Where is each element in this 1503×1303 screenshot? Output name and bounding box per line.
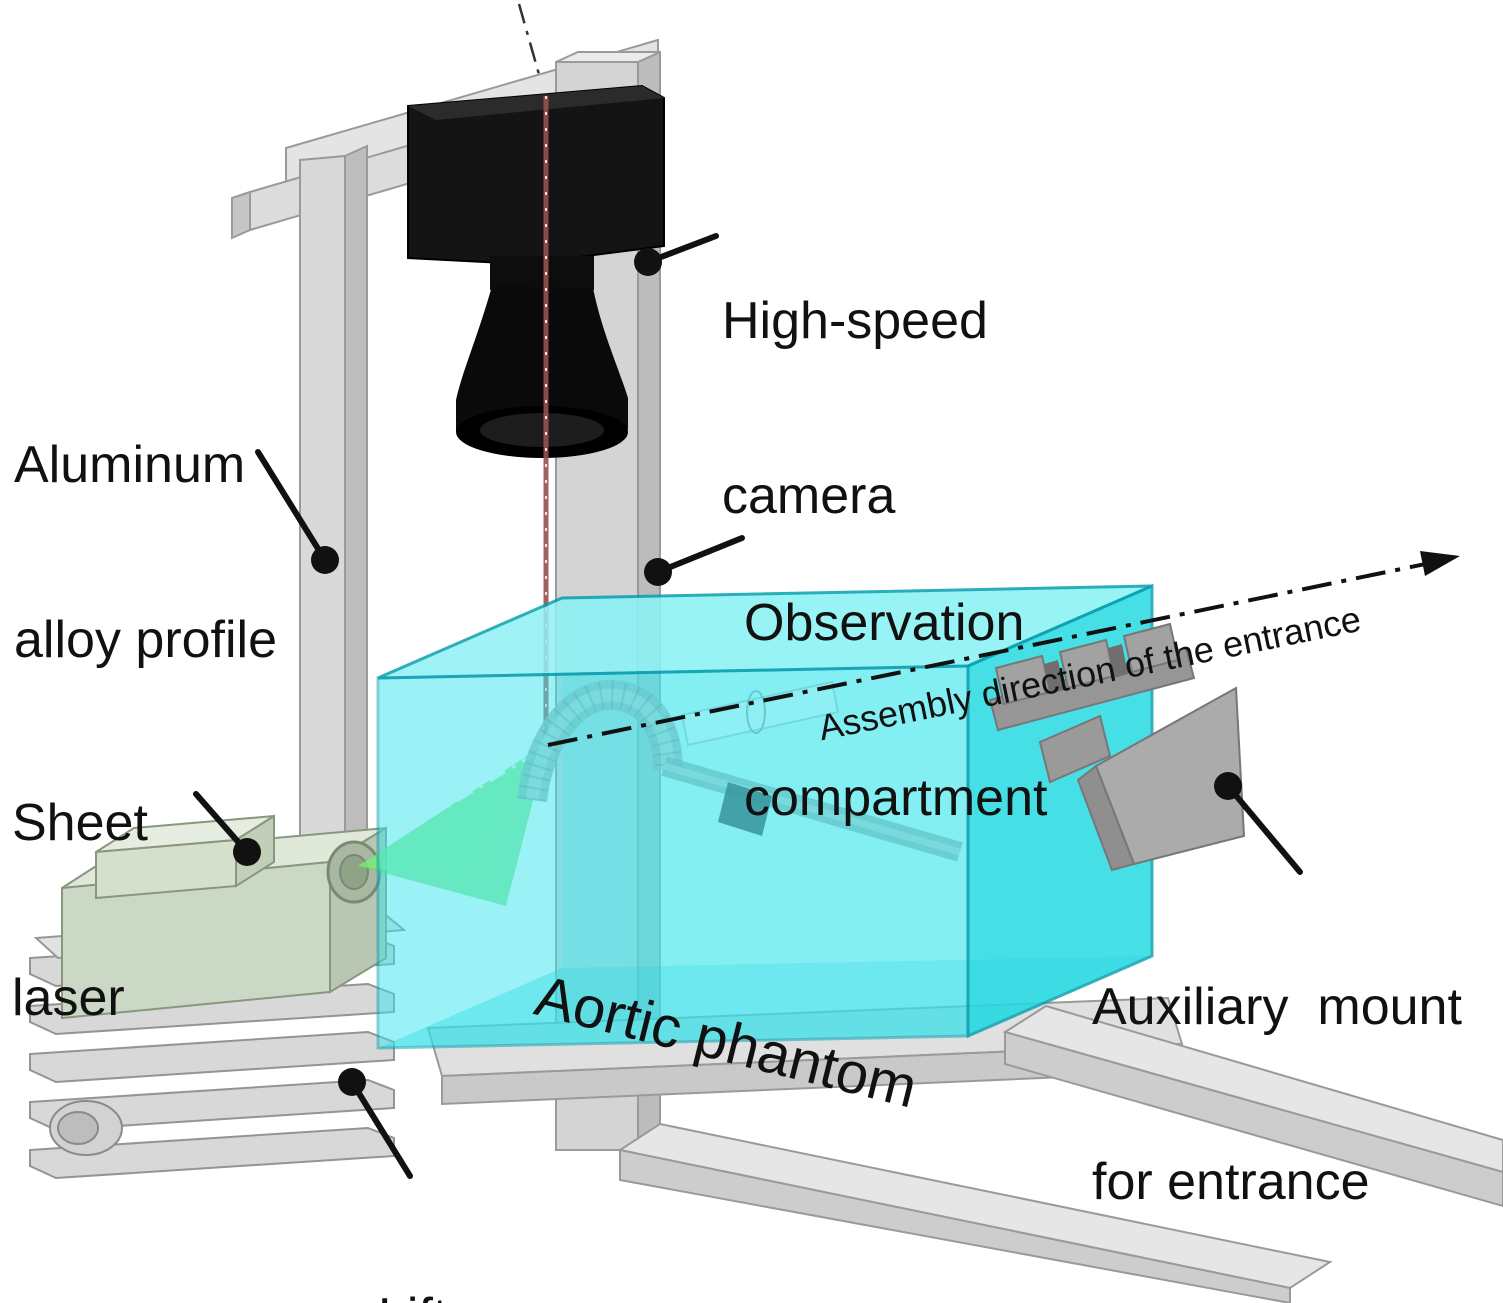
lift-crank-knob-inner: [57, 1111, 99, 1145]
base-frame: [426, 996, 1503, 1303]
base-rail-front-right-front: [619, 1148, 1291, 1303]
label-aortic-text: Aortic phantom: [529, 963, 924, 1121]
label-sheet-laser-line1: Sheet: [12, 794, 148, 853]
leader-dot-sheet-laser: [233, 838, 261, 866]
frame-left-post-side: [344, 144, 368, 940]
tank-front-face: [376, 664, 970, 1050]
camera-neck: [490, 256, 594, 290]
label-auxiliary-line2: for entrance: [1092, 1153, 1370, 1212]
leader-dot-lifts: [338, 1068, 366, 1096]
mount-step: [1038, 714, 1112, 784]
mount-prong: [1122, 622, 1180, 674]
leader-lifts: [349, 1079, 413, 1179]
label-lifts-text: Lifts: [378, 1288, 473, 1303]
label-auxiliary-line1: Auxiliary mount: [1092, 978, 1462, 1037]
camera-body-top: [408, 86, 664, 120]
label-high-speed-camera-line2: camera: [722, 467, 896, 526]
auxiliary-mount: [988, 622, 1246, 872]
label-observation-line2: compartment: [744, 769, 1048, 828]
label-high-speed-camera-line1: High-speed: [722, 292, 988, 351]
leader-dot-observation: [644, 558, 672, 586]
high-speed-camera: [407, 84, 665, 458]
frame-top-beam-endcap: [231, 190, 251, 240]
frame-center-post-top: [555, 51, 661, 63]
lift-slat: [29, 1030, 395, 1084]
label-auxiliary-mount: Auxiliary mount for entrance: [1092, 862, 1462, 1270]
mount-notch: [1044, 660, 1064, 694]
leader-dot-auxiliary: [1214, 772, 1242, 800]
assembly-direction-arrow: [547, 551, 1460, 747]
label-observation-compartment: Observation compartment: [744, 478, 1047, 886]
assembly-arrow-line: [547, 559, 1441, 747]
base-rail-back-right-front: [1004, 1030, 1503, 1208]
label-lifts: Lifts: [378, 1172, 473, 1303]
label-high-speed-camera: High-speed camera: [722, 176, 988, 584]
label-aluminum-line1: Aluminum: [14, 436, 246, 495]
lift-slat: [29, 1126, 395, 1180]
mount-notch: [1108, 644, 1128, 678]
leader-lines: [193, 233, 1303, 1179]
leader-aluminum: [255, 449, 328, 563]
label-sheet-laser: Sheet laser: [12, 678, 148, 1086]
leader-dot-camera: [634, 248, 662, 276]
label-aluminum-line2: alloy profile: [14, 611, 278, 670]
leader-observation: [655, 535, 745, 575]
laser-aperture-inner: [339, 854, 369, 890]
label-sheet-laser-line2: laser: [12, 969, 125, 1028]
assembly-arrowhead: [1420, 551, 1460, 576]
leader-auxiliary: [1225, 783, 1303, 875]
label-observation-line1: Observation: [744, 594, 1025, 653]
camera-lens-glass: [480, 413, 604, 447]
lift-slat: [29, 1078, 395, 1132]
leader-dots: [233, 248, 1242, 1096]
camera-axis-line: [517, 3, 546, 93]
base-rail-back-right-top: [1002, 1004, 1503, 1174]
label-aluminum-alloy-profile: Aluminum alloy profile: [14, 320, 277, 728]
leader-dot-aluminum: [311, 546, 339, 574]
mount-web: [1076, 764, 1136, 872]
camera-lens-cone: [456, 286, 628, 446]
